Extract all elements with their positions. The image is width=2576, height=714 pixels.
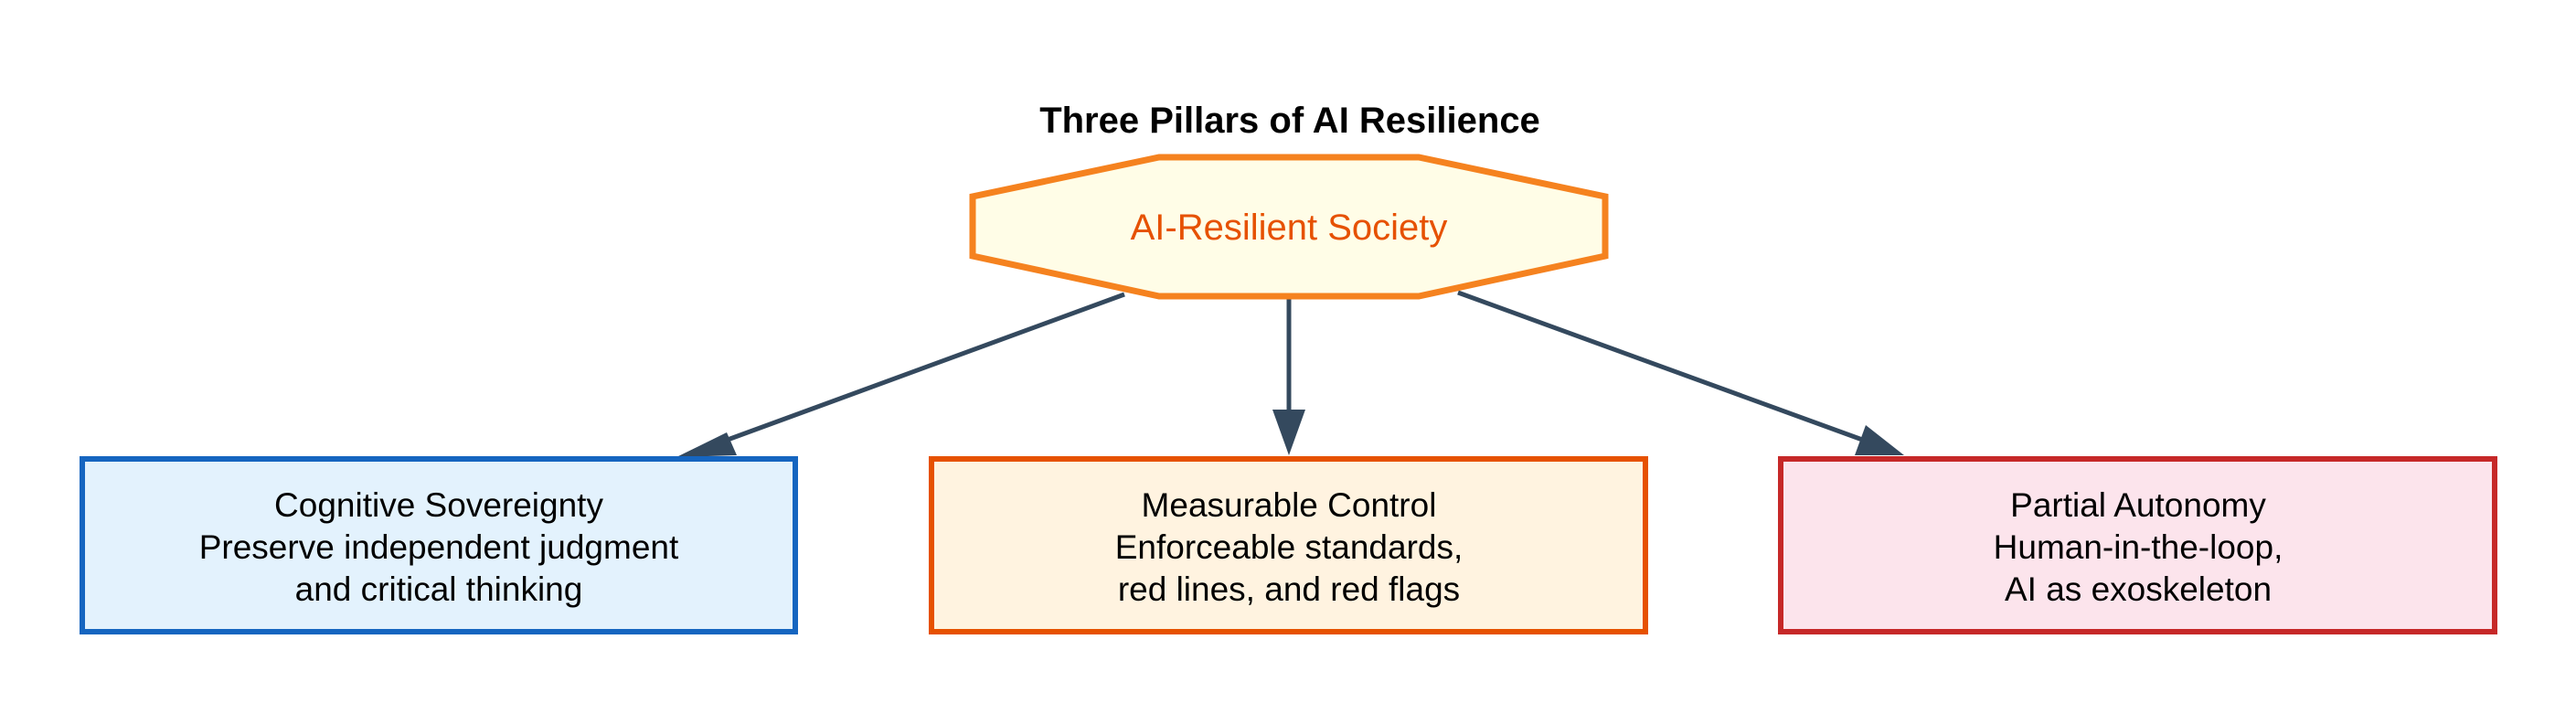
node-description-line: Human-in-the-loop, — [1994, 528, 2283, 566]
edge-to-partial-autonomy — [1457, 290, 1904, 455]
node-description-line: and critical thinking — [295, 570, 583, 608]
child-node-cognitive-sovereignty[interactable]: Cognitive Sovereignty Preserve independe… — [80, 456, 798, 634]
node-box — [1778, 456, 2497, 634]
root-node-label: AI-Resilient Society — [1131, 208, 1448, 248]
node-title: Partial Autonomy — [2010, 486, 2266, 524]
node-description-line: red lines, and red flags — [1118, 570, 1460, 608]
node-description-line: AI as exoskeleton — [2005, 570, 2272, 608]
node-box — [80, 456, 798, 634]
node-title: Measurable Control — [1142, 486, 1437, 524]
edge-to-cognitive-sovereignty — [676, 292, 1125, 457]
arrowhead-icon — [1272, 410, 1305, 455]
root-node[interactable]: AI-Resilient Society — [969, 154, 1609, 300]
node-description-line: Enforceable standards, — [1115, 528, 1464, 566]
diagram-title: Three Pillars of AI Resilience — [1039, 101, 1540, 141]
arrowhead-icon — [676, 432, 737, 457]
child-node-partial-autonomy[interactable]: Partial Autonomy Human-in-the-loop, AI a… — [1778, 456, 2497, 634]
octagon-shape — [969, 154, 1609, 300]
node-title: Cognitive Sovereignty — [274, 486, 603, 524]
child-node-measurable-control[interactable]: Measurable Control Enforceable standards… — [929, 456, 1648, 634]
edge-to-measurable-control — [1272, 298, 1305, 455]
node-description-line: Preserve independent judgment — [199, 528, 679, 566]
node-box — [929, 456, 1648, 634]
arrowhead-icon — [1855, 425, 1904, 455]
edges — [676, 290, 1904, 457]
